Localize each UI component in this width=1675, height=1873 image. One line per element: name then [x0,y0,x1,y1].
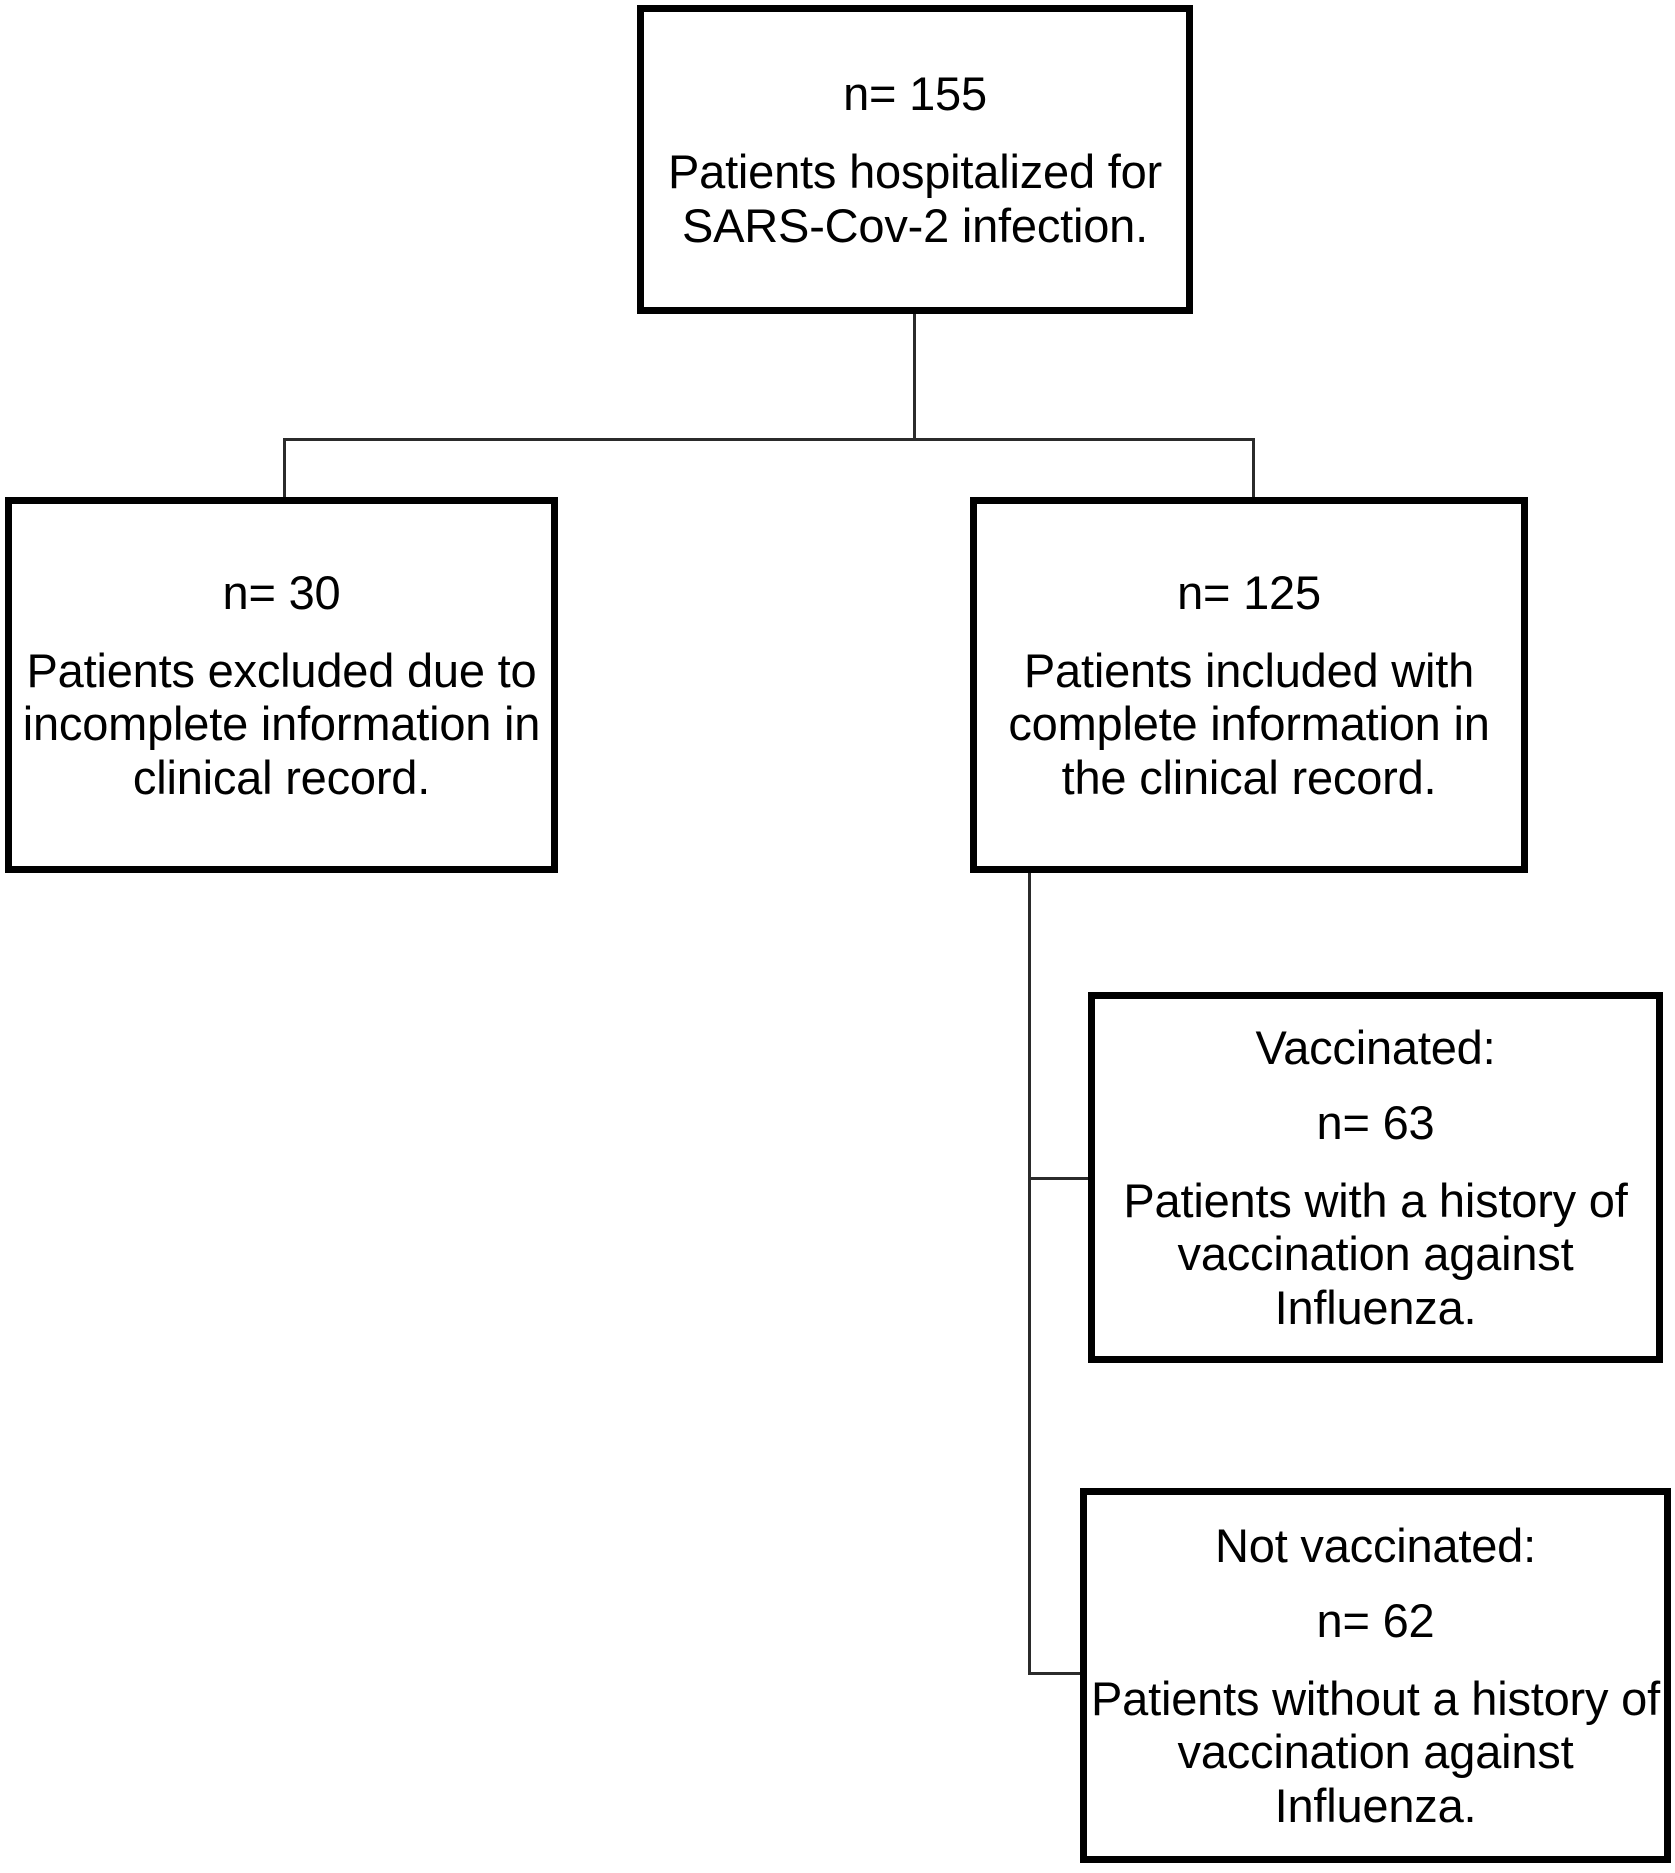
node-total-description: Patients hospitalized for SARS-Cov-2 inf… [667,144,1162,252]
node-not-vaccinated-group: Not vaccinated: n= 62 Patients without a… [1080,1488,1671,1863]
connector-split-to-included [1252,438,1255,500]
node-included-patients: n= 125 Patients included with complete i… [970,497,1528,873]
node-vaccinated-heading: Vaccinated: [1255,1020,1496,1074]
node-vaccinated-count: n= 63 [1316,1095,1435,1149]
node-not-vaccinated-count: n= 62 [1316,1593,1435,1647]
connector-total-to-split [913,313,916,441]
node-not-vaccinated-heading: Not vaccinated: [1215,1518,1536,1572]
connector-trunk-to-vaccinated [1028,1177,1092,1180]
connector-trunk-to-not-vaccinated [1028,1672,1084,1675]
node-not-vaccinated-description: Patients without a history of vaccinatio… [1091,1671,1660,1832]
connector-split-horizontal-bar [283,438,1255,441]
node-excluded-description: Patients excluded due to incomplete info… [22,643,541,804]
node-vaccinated-group: Vaccinated: n= 63 Patients with a histor… [1088,992,1663,1363]
node-included-count: n= 125 [1177,565,1321,619]
node-included-description: Patients included with complete informat… [1008,643,1490,804]
node-total-hospitalized: n= 155 Patients hospitalized for SARS-Co… [637,5,1193,314]
connector-included-trunk [1028,870,1031,1675]
node-total-count: n= 155 [843,66,987,120]
node-excluded-count: n= 30 [222,565,341,619]
connector-split-to-excluded [283,438,286,500]
node-excluded-patients: n= 30 Patients excluded due to incomplet… [5,497,558,873]
node-vaccinated-description: Patients with a history of vaccination a… [1123,1173,1628,1334]
